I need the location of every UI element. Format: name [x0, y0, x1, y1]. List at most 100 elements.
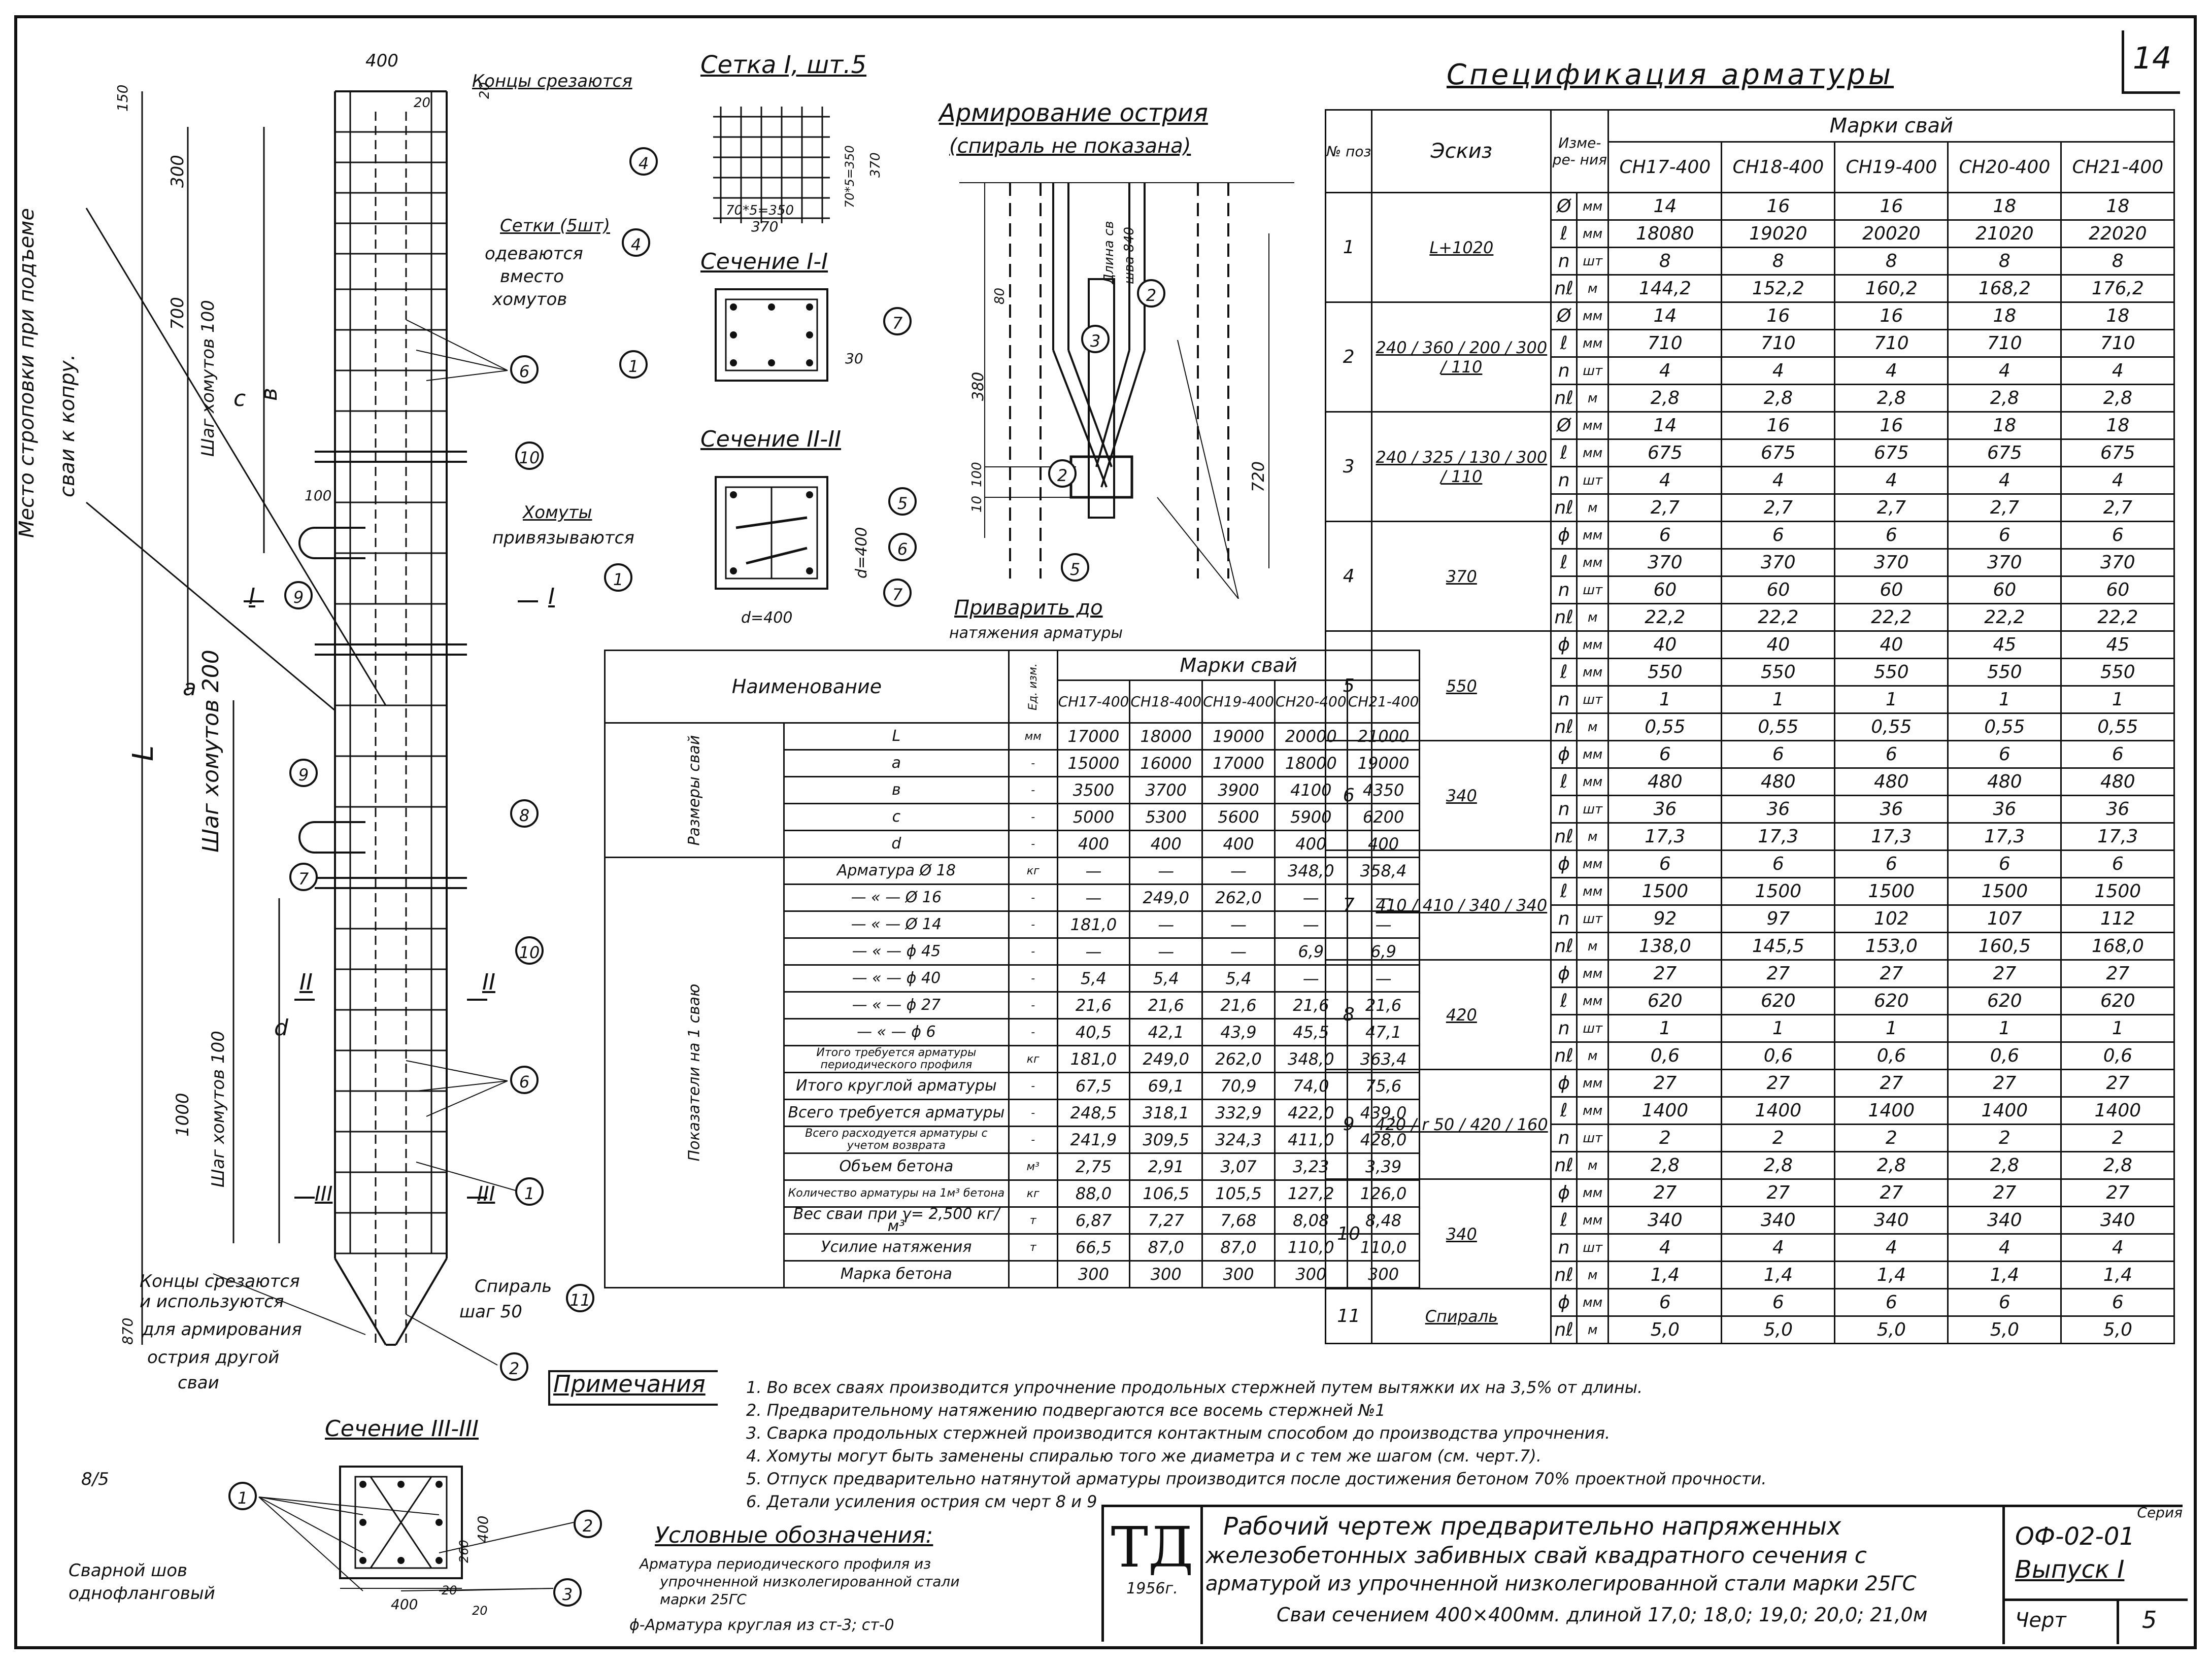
spec-unit: мм [1576, 1206, 1610, 1235]
pile-row-unit: - [1008, 1018, 1058, 1046]
spec-unit: м [1576, 1041, 1610, 1070]
spec-cell: 16 [1721, 411, 1836, 440]
spec-symbol: nℓ [1550, 603, 1578, 632]
spec-cell: 16 [1834, 192, 1949, 221]
spec-cell: 60 [1834, 575, 1949, 604]
pile-cell: — [1056, 937, 1131, 966]
callout-1d: 1 [604, 563, 632, 592]
spec-sketch: 240 / 325 / 130 / 300 / 110 [1371, 411, 1552, 522]
spec-sketch: 550 [1371, 630, 1552, 741]
spec-cell: 27 [1947, 959, 2062, 988]
spec-unit: м [1576, 712, 1610, 741]
tip-title-1: Армирование острия [939, 99, 1208, 127]
spec-cell: 0,6 [1721, 1041, 1836, 1070]
pile-table: Наименование Ед. изм. Марки свай СН17-40… [604, 649, 1421, 1288]
spec-cell: 36 [1834, 795, 1949, 824]
spec-cell: 6 [1721, 1288, 1836, 1317]
spec-pos: 10 [1324, 1178, 1373, 1289]
pile-cell: 332,9 [1201, 1099, 1276, 1127]
pile-row-name: Количество арматуры на 1м³ бетона [783, 1179, 1010, 1208]
spec-cell: 6 [1721, 849, 1836, 878]
spec-cell: 710 [1721, 329, 1836, 358]
letter-a: a [183, 675, 196, 701]
pile-cell: — [1129, 910, 1203, 939]
label-weld: Сварной шов [69, 1560, 188, 1581]
pile-cell: 106,5 [1129, 1179, 1203, 1208]
spec-cell: 480 [1721, 767, 1836, 796]
spec-cell: 4 [1947, 356, 2062, 385]
spec-cell: 710 [1607, 329, 1723, 358]
pile-row-unit: - [1008, 749, 1058, 777]
legend-line-1a: Арматура периодического профиля из [640, 1555, 931, 1572]
pile-cell: — [1129, 857, 1203, 885]
pile-cell: 5300 [1129, 803, 1203, 831]
spec-cell: 1 [2060, 1014, 2175, 1043]
pile-cell: 21,6 [1056, 991, 1131, 1019]
pile-row-name: — « — ϕ 27 [783, 991, 1010, 1019]
spec-symbol: nℓ [1550, 712, 1578, 741]
pile-cell: 262,0 [1201, 883, 1276, 912]
spec-cell: 340 [2060, 1206, 2175, 1235]
legend-title: Условные обозначения: [655, 1522, 933, 1548]
stamp-series-label: Серия [2137, 1504, 2183, 1521]
pile-cell: 15000 [1056, 749, 1131, 777]
note-1: 1. Во всех сваях производится упрочнение… [746, 1378, 1643, 1397]
pile-cell: 241,9 [1056, 1126, 1131, 1154]
spec-cell: 2,7 [1834, 493, 1949, 522]
pile-cell: 40,5 [1056, 1018, 1131, 1046]
spec-unit: мм [1576, 877, 1610, 906]
dim-700: 700 [167, 297, 188, 330]
spec-symbol: nℓ [1550, 493, 1578, 522]
spec-unit: м [1576, 1261, 1610, 1289]
spec-head-pos: № поз [1324, 109, 1373, 193]
callout-4b: 4 [622, 228, 650, 257]
spec-unit: м [1576, 384, 1610, 413]
mesh-dim-350v: 70*5=350 [843, 145, 857, 208]
spec-cell: 6 [1947, 1288, 2062, 1317]
spec-cell: 1 [1607, 685, 1723, 714]
pile-row-unit: - [1008, 776, 1058, 804]
spec-symbol: nℓ [1550, 384, 1578, 413]
spec-cell: 27 [1721, 1069, 1836, 1098]
spec-cell: 4 [1834, 466, 1949, 495]
spec-cell: 6 [1947, 740, 2062, 769]
spec-cell: 152,2 [1721, 274, 1836, 303]
spec-symbol: nℓ [1550, 932, 1578, 961]
spec-symbol: nℓ [1550, 1315, 1578, 1344]
spec-cell: 1,4 [1947, 1261, 2062, 1289]
spec-cell: 340 [1607, 1206, 1723, 1235]
callout-11: 11 [566, 1284, 594, 1312]
spec-cell: 0,55 [1721, 712, 1836, 741]
pile-cell: — [1201, 857, 1276, 885]
spec-cell: 19020 [1721, 219, 1836, 248]
spec-cell: 17,3 [1834, 822, 1949, 851]
spec-cell: 18 [2060, 411, 2175, 440]
spec-cell: 1 [1947, 1014, 2062, 1043]
spec-unit: шт [1576, 247, 1610, 276]
pile-cell: 69,1 [1129, 1072, 1203, 1100]
spec-cell: 27 [2060, 1178, 2175, 1207]
legend-line-1c: марки 25ГС [660, 1591, 747, 1608]
spec-unit: м [1576, 1151, 1610, 1180]
label-sling: Место строповки при подъеме [15, 208, 39, 538]
spec-cell: 2,8 [1947, 384, 2062, 413]
pile-row-unit: - [1008, 830, 1058, 858]
mesh-dim-370: 370 [751, 218, 779, 235]
letter-b: в [256, 388, 282, 401]
label-ends-cut-5: острия другой [147, 1347, 280, 1368]
section-mark-3-right: III [477, 1182, 495, 1206]
spec-cell: 5,0 [1721, 1315, 1836, 1344]
notes-label-box [548, 1370, 718, 1406]
callout-1b: 1 [228, 1482, 257, 1510]
spec-cell: 4 [2060, 466, 2175, 495]
